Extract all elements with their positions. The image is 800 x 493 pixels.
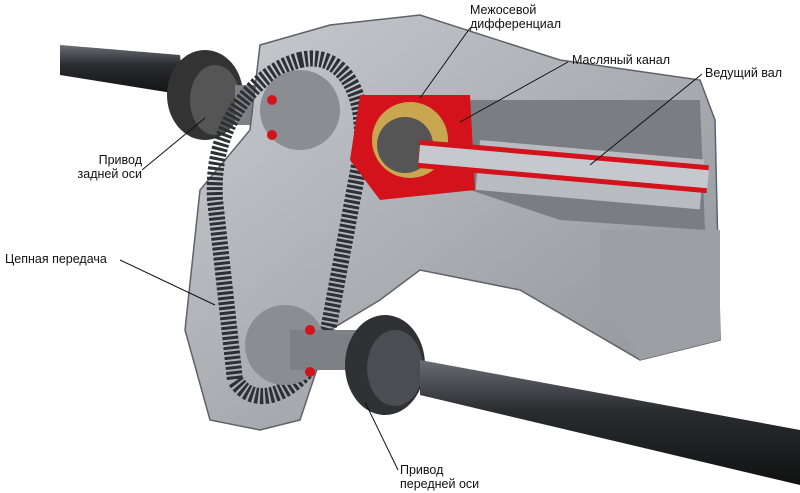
label-rear-drive: Привод задней оси	[62, 153, 142, 181]
leader-chain	[119, 259, 216, 306]
seal-markers	[267, 95, 315, 377]
leader-rear-drive	[141, 117, 206, 171]
label-front-drive: Привод передней оси	[400, 463, 479, 491]
label-oil-channel: Масляный канал	[572, 53, 671, 67]
leader-lines	[119, 27, 703, 471]
label-chain-drive: Цепная передача	[5, 252, 107, 266]
leader-drive-shaft	[589, 73, 703, 166]
leader-front-drive	[364, 401, 399, 471]
label-drive-shaft: Ведущий вал	[705, 66, 783, 80]
label-line: Привод	[400, 463, 444, 477]
front-output-shaft	[290, 315, 800, 485]
label-line: Привод	[98, 153, 142, 167]
label-center-differential: Межосевой дифференциал	[470, 3, 561, 31]
label-line: дифференциал	[470, 17, 561, 31]
leader-oil-channel	[459, 61, 569, 123]
center-differential	[350, 95, 709, 200]
label-line: задней оси	[77, 167, 142, 181]
label-line: Межосевой	[470, 3, 537, 17]
leader-center-diff	[419, 27, 471, 99]
label-line: передней оси	[400, 477, 480, 491]
